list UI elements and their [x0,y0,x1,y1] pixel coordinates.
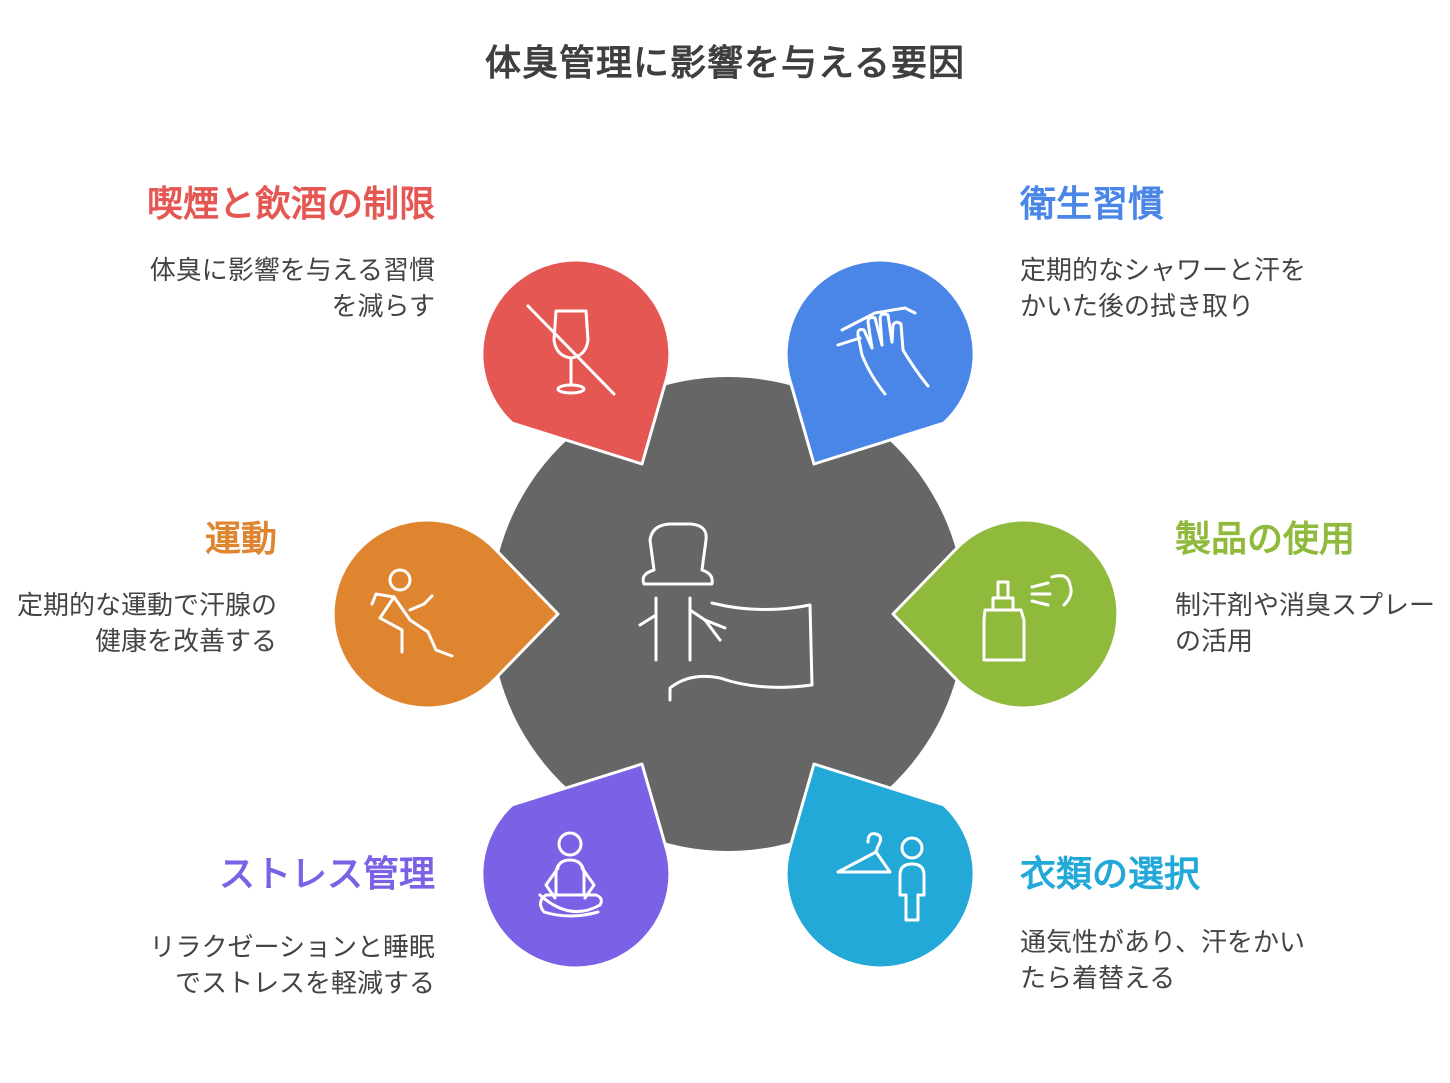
meditation-icon [538,831,603,918]
petal-smoking [480,258,672,466]
hanger-person-icon [836,832,926,922]
petal-hygiene [784,258,976,466]
factor-label-exercise: 運動 [204,519,277,560]
factor-label-products: 製品の使用 [1175,519,1356,560]
factor-desc-products: 制汗剤や消臭スプレーの活用 [1175,591,1436,657]
petal-products [891,518,1120,710]
factor-desc-exercise: 定期的な運動で汗腺の健康を改善する [16,591,277,657]
running-person-icon [370,568,454,658]
washing-hands-icon [836,306,930,396]
spray-bottle-icon [982,574,1073,662]
petal-exercise [331,518,560,710]
no-wine-glass-icon [526,304,616,396]
factor-desc-stress: リラクゼーションと睡眠でストレスを軽減する [149,933,435,999]
factor-label-stress: ストレス管理 [218,854,435,895]
factor-desc-clothing: 通気性があり、汗をかいたら着替える [1020,928,1305,994]
petal-stress [480,762,672,970]
factor-desc-hygiene: 定期的なシャワーと汗をかいた後の拭き取り [1020,256,1307,322]
diagram-title: 体臭管理に影響を与える要因 [485,43,965,84]
factor-label-clothing: 衣類の選択 [1020,854,1201,895]
factor-desc-smoking: 体臭に影響を与える習慣を減らす [149,256,435,322]
factor-label-hygiene: 衛生習慣 [1020,184,1165,225]
center-hub [491,377,965,851]
body-odor-sweat-icon [638,522,814,702]
factor-label-smoking: 喫煙と飲酒の制限 [146,184,435,225]
petal-clothing [784,762,976,970]
